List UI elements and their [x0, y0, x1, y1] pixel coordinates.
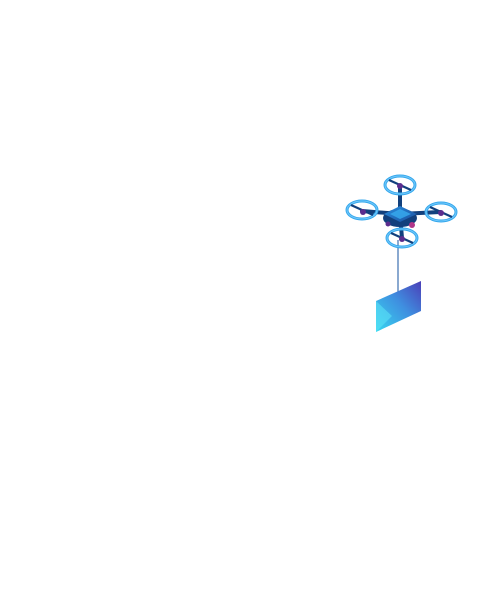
propeller-top — [383, 174, 417, 196]
drone-body — [383, 206, 417, 228]
drone-illustration — [340, 168, 465, 340]
propeller-left — [345, 199, 379, 221]
propeller-bottom — [385, 227, 419, 249]
propeller-right — [424, 201, 458, 223]
banner — [376, 281, 421, 332]
drone-svg — [345, 174, 458, 332]
